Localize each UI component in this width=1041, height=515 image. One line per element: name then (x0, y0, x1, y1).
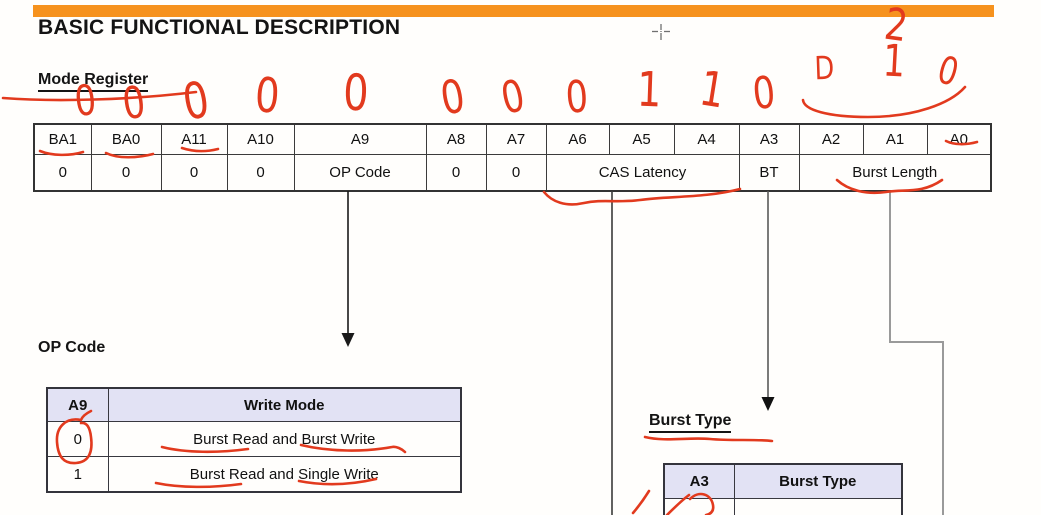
handwritten-digit: 0 (932, 47, 964, 95)
handwritten-digit: 1 (881, 35, 907, 88)
col-ba1: BA1 (33, 123, 92, 155)
val-bt: BT (738, 154, 800, 192)
col-a2: A2 (798, 123, 864, 155)
col-ba0: BA0 (90, 123, 162, 155)
val-ba0: 0 (90, 154, 162, 192)
val-a10: 0 (226, 154, 295, 192)
handwritten-digit: 0 (750, 66, 778, 121)
op-code-col-a9: A9 (46, 387, 109, 422)
col-a10: A10 (226, 123, 295, 155)
op-code-arrowhead-icon (341, 333, 355, 347)
op-code-row-1: 1 Burst Read and Single Write (46, 456, 462, 493)
val-burst-length: Burst Length (798, 154, 992, 192)
op-code-table: A9 Write Mode 0 Burst Read and Burst Wri… (46, 387, 462, 493)
op-code-row-0: 0 Burst Read and Burst Write (46, 421, 462, 457)
mode-register-value-row: 0 0 0 0 OP Code 0 0 CAS Latency BT Burst… (33, 154, 992, 192)
col-a11: A11 (160, 123, 228, 155)
handwritten-digit: 0 (436, 68, 469, 126)
val-op-code: OP Code (293, 154, 427, 192)
mode-register-heading: Mode Register (38, 71, 149, 92)
burst-type-heading-squiggle-ink (643, 435, 774, 443)
handwritten-digit: 0 (564, 71, 590, 124)
burst-length-bits-arc-ink (801, 85, 967, 119)
val-ba1: 0 (33, 154, 92, 192)
burst-type-col-type: Burst Type (733, 463, 903, 499)
burst-type-row-0-desc: Sequential (733, 498, 903, 515)
burst-type-arrowhead-icon (761, 397, 775, 411)
op-code-heading: OP Code (38, 339, 106, 356)
burst-type-row-0-bit: 0 (663, 498, 735, 515)
val-a11: 0 (160, 154, 228, 192)
burst-type-check-ink (631, 489, 651, 515)
burst-type-heading: Burst Type (649, 412, 732, 433)
op-code-header-row: A9 Write Mode (46, 387, 462, 422)
col-a1: A1 (862, 123, 928, 155)
burst-type-table: A3 Burst Type 0 Sequential (663, 463, 903, 515)
burst-type-header-row: A3 Burst Type (663, 463, 903, 499)
op-code-col-write-mode: Write Mode (107, 387, 462, 422)
handwritten-digit: 1 (695, 60, 729, 120)
page-title: BASIC FUNCTIONAL DESCRIPTION (38, 16, 401, 39)
mode-register-strike-ink (1, 90, 198, 102)
col-a9: A9 (293, 123, 427, 155)
col-a3: A3 (738, 123, 800, 155)
col-a0: A0 (926, 123, 992, 155)
val-a8: 0 (425, 154, 487, 192)
val-cas-latency: CAS Latency (545, 154, 740, 192)
burst-type-row-0: 0 Sequential (663, 498, 903, 515)
op-code-row-0-bit: 0 (46, 421, 109, 457)
op-code-row-0-desc: Burst Read and Burst Write (107, 421, 462, 457)
op-code-row-1-desc: Burst Read and Single Write (107, 456, 462, 493)
col-a7: A7 (485, 123, 547, 155)
accent-bar (33, 5, 994, 17)
handwritten-digit: 0 (178, 70, 214, 132)
mode-register-table: BA1 BA0 A11 A10 A9 A8 A7 A6 A5 A4 A3 A2 … (33, 123, 992, 192)
op-code-row-1-bit: 1 (46, 456, 109, 493)
burst-type-col-a3: A3 (663, 463, 735, 499)
col-a5: A5 (608, 123, 675, 155)
handwritten-digit: 0 (496, 70, 530, 125)
col-a4: A4 (673, 123, 740, 155)
handwritten-digit: D (813, 48, 835, 88)
handwritten-digit: 0 (342, 63, 370, 123)
mode-register-header-row: BA1 BA0 A11 A10 A9 A8 A7 A6 A5 A4 A3 A2 … (33, 123, 992, 155)
val-a7: 0 (485, 154, 547, 192)
col-a6: A6 (545, 123, 610, 155)
col-a8: A8 (425, 123, 487, 155)
crosshair-cursor-icon (652, 24, 670, 40)
handwritten-digit: 1 (636, 61, 663, 119)
handwritten-digit: 0 (253, 67, 282, 125)
